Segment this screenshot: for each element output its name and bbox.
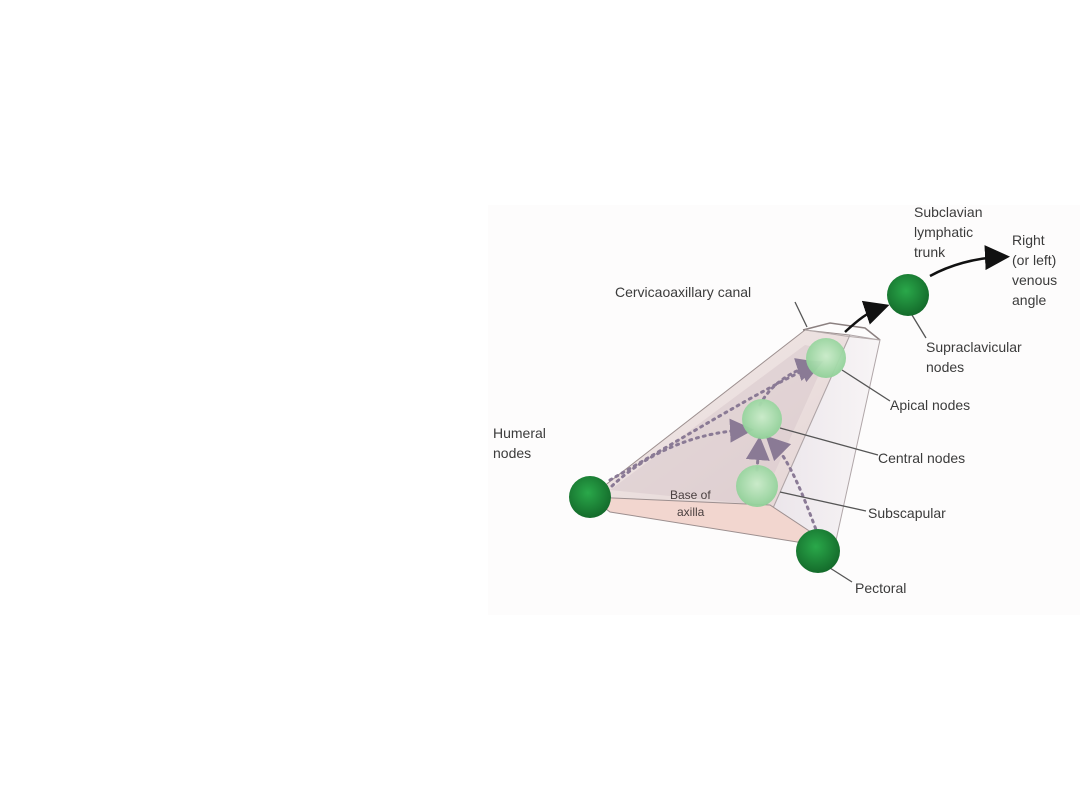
lymph-nodes: [569, 274, 929, 573]
leader-pectoral: [829, 567, 853, 583]
trunk-to-venous-angle-arrow: [929, 245, 1010, 278]
leader-canal: [794, 301, 808, 328]
label-supraclavicular: Supraclavicular nodes: [926, 339, 1026, 375]
label-humeral-nodes: Humeral nodes: [493, 425, 550, 461]
label-venous-angle: Right (or left) venous angle: [1012, 232, 1061, 308]
flow-humeral-to-apical: [608, 360, 824, 482]
label-apical-nodes: Apical nodes: [890, 397, 970, 413]
leader-lines: [779, 301, 927, 583]
labels: Subclavian lymphatic trunk Right (or lef…: [493, 204, 1061, 596]
flow-humeral-to-central: [610, 418, 754, 488]
efferent-arrows: [844, 245, 1010, 333]
label-base-of-axilla: Base of axilla: [670, 488, 714, 519]
label-subclavian: Subclavian lymphatic trunk: [914, 204, 986, 260]
label-subscapular: Subscapular: [868, 505, 946, 521]
supraclavicular-node: [887, 274, 929, 316]
label-central-nodes: Central nodes: [878, 450, 965, 466]
flow-pectoral-to-central: [765, 435, 820, 537]
leader-subscapular: [779, 491, 867, 512]
apical-node: [806, 338, 846, 378]
label-cervicoaxillary-canal: Cervicaoaxillary canal: [615, 284, 751, 300]
label-pectoral: Pectoral: [855, 580, 906, 596]
leader-apical: [841, 369, 891, 402]
subscapular-node: [736, 465, 778, 507]
central-node: [742, 399, 782, 439]
pectoral-node: [796, 529, 840, 573]
humeral-node: [569, 476, 611, 518]
flow-subscapular-to-central: [745, 436, 770, 472]
apical-to-supraclavicular-arrow: [844, 300, 890, 333]
leader-central: [779, 427, 879, 456]
leader-supraclavicular: [911, 314, 927, 339]
